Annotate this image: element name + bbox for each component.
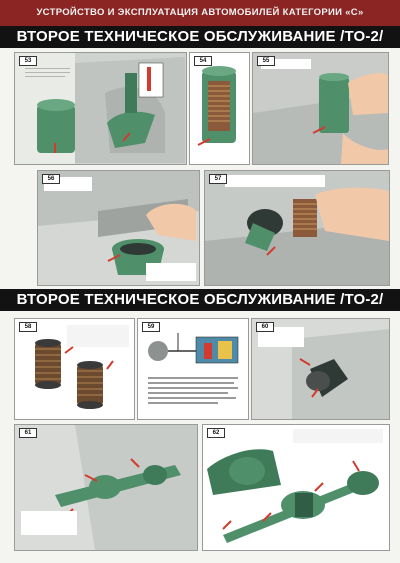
poster-title: УСТРОЙСТВО И ЭКСПЛУАТАЦИЯ АВТОМОБИЛЕЙ КА… xyxy=(0,0,400,26)
panel-number: 53 xyxy=(19,56,37,66)
bottom-margin xyxy=(0,551,400,563)
panel-number: 62 xyxy=(207,428,225,438)
panel-number: 56 xyxy=(42,174,60,184)
illustration-57 xyxy=(205,171,389,285)
panel-54: 54 xyxy=(189,52,250,165)
panel-53: 53 xyxy=(14,52,187,165)
panel-61: 61 xyxy=(14,424,198,551)
panel-number: 58 xyxy=(19,322,37,332)
panel-58: 58 xyxy=(14,318,135,420)
illustration-60 xyxy=(252,319,389,419)
illustration-62 xyxy=(203,425,389,550)
panel-55: 55 xyxy=(252,52,389,165)
section-title-2: ВТОРОЕ ТЕХНИЧЕСКОЕ ОБСЛУЖИВАНИЕ /ТО-2/ xyxy=(0,289,400,311)
panel-number: 55 xyxy=(257,56,275,66)
panel-number: 59 xyxy=(142,322,160,332)
panel-number: 54 xyxy=(194,56,212,66)
panel-62: 62 xyxy=(202,424,390,551)
illustration-54 xyxy=(190,53,249,164)
panel-60: 60 xyxy=(251,318,390,420)
panel-number: 61 xyxy=(19,428,37,438)
section-title-1: ВТОРОЕ ТЕХНИЧЕСКОЕ ОБСЛУЖИВАНИЕ /ТО-2/ xyxy=(0,26,400,48)
panel-number: 57 xyxy=(209,174,227,184)
panel-number: 60 xyxy=(256,322,274,332)
panel-57: 57 xyxy=(204,170,390,286)
illustration-56 xyxy=(38,171,199,285)
panel-56: 56 xyxy=(37,170,200,286)
illustration-53 xyxy=(15,53,186,164)
illustration-59 xyxy=(138,319,248,419)
illustration-55 xyxy=(253,53,388,164)
illustration-58 xyxy=(15,319,134,419)
illustration-61 xyxy=(15,425,197,550)
panel-59: 59 xyxy=(137,318,249,420)
